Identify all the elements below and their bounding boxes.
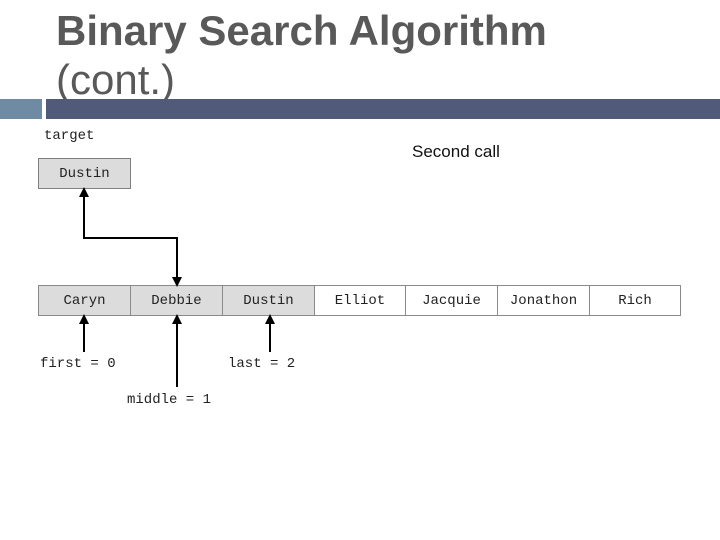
second-call-caption: Second call (412, 142, 500, 161)
target-to-middle-arrow (83, 236, 182, 287)
slide-title: Binary Search Algorithm (cont.) (56, 6, 676, 104)
title-line-1: Binary Search Algorithm (56, 7, 547, 54)
array-cell-6: Rich (589, 285, 681, 316)
array-cell-0: Caryn (38, 285, 131, 316)
title-line-2: (cont.) (56, 56, 176, 103)
array-cell-3: Elliot (314, 285, 406, 316)
array-cell-1: Debbie (130, 285, 223, 316)
target-box: Dustin (38, 158, 131, 189)
title-underline-bar (46, 99, 720, 119)
middle-pointer-label: middle = 1 (127, 392, 212, 408)
last-pointer-label: last = 2 (228, 356, 296, 372)
accent-block (0, 99, 42, 119)
first-pointer-label: first = 0 (40, 356, 116, 372)
array-cell-4: Jacquie (405, 285, 498, 316)
array-cell-5: Jonathon (497, 285, 590, 316)
array-cell-2: Dustin (222, 285, 315, 316)
target-label: target (44, 128, 95, 144)
